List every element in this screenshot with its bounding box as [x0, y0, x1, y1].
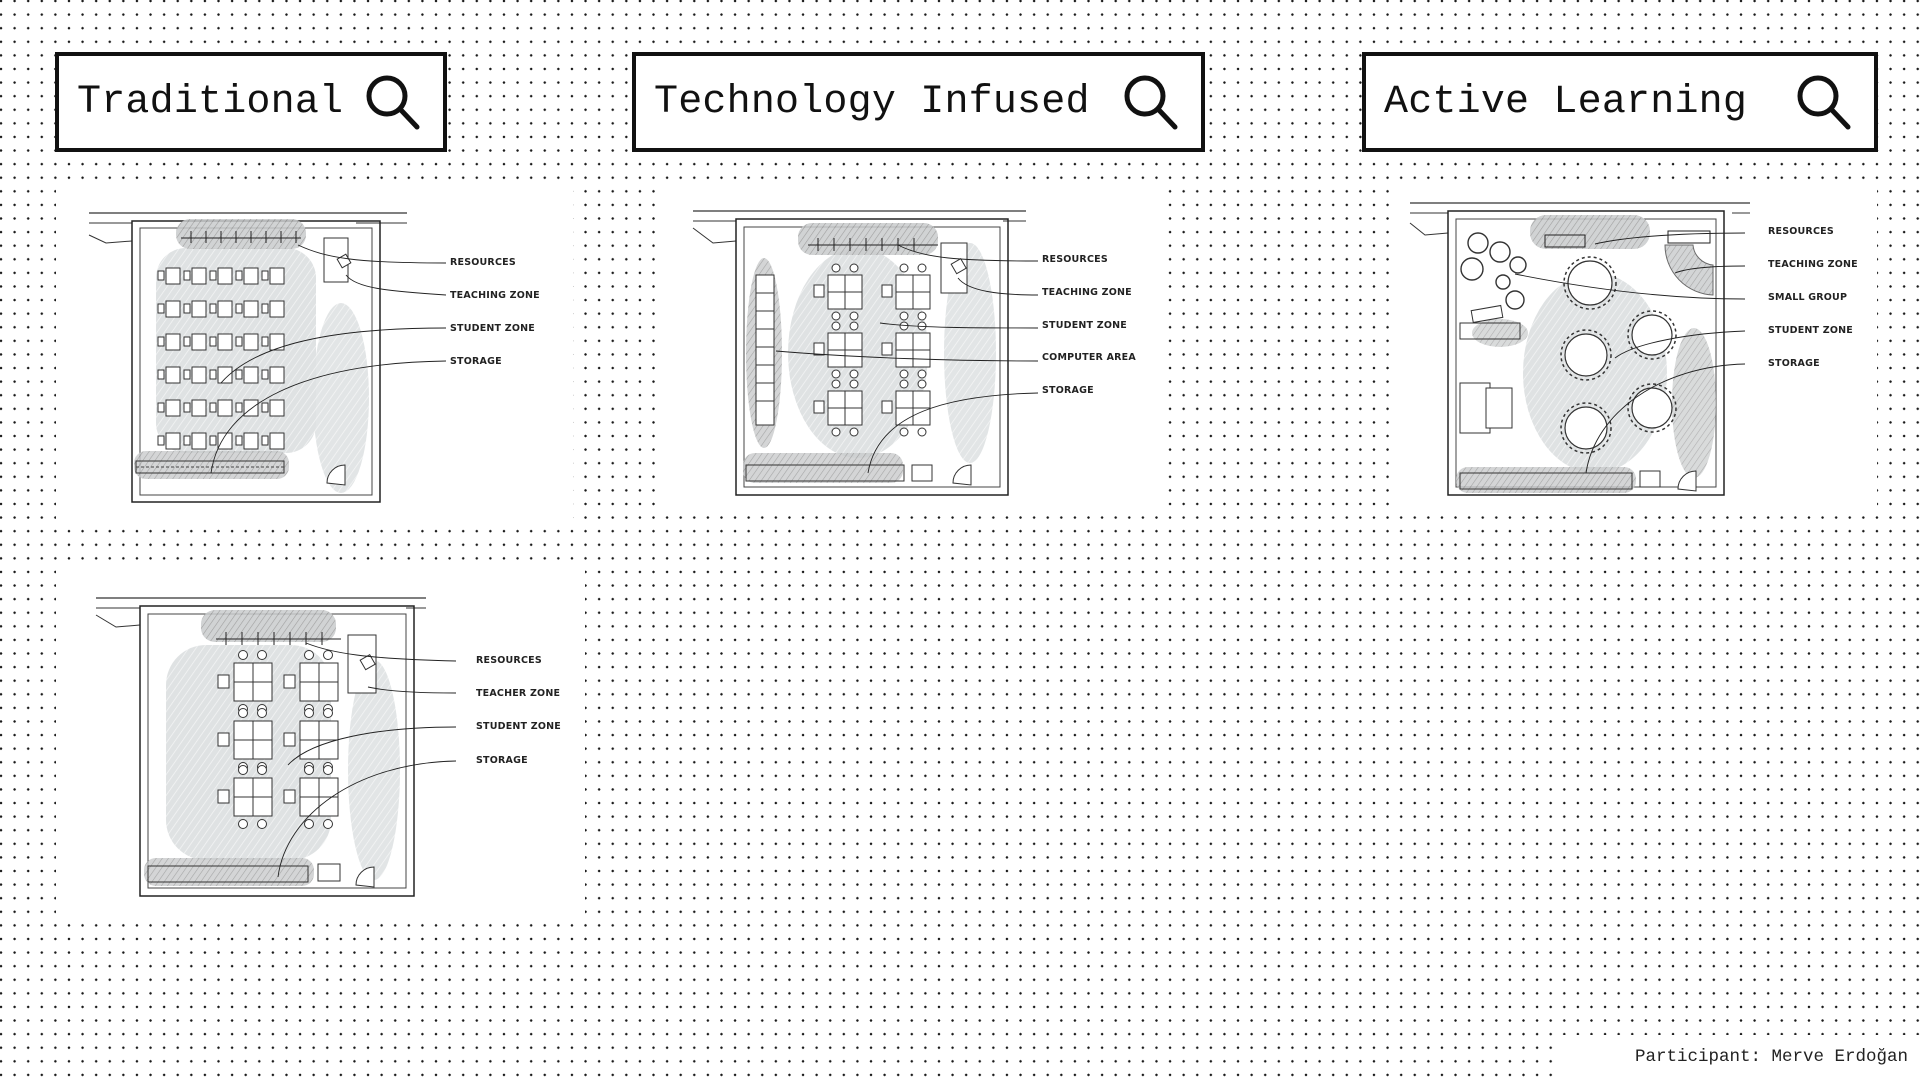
floorplan-participant: RESOURCES TEACHER ZONE STUDENT ZONE STOR… [56, 565, 585, 916]
zone-label: TEACHING ZONE [1042, 287, 1132, 298]
search-icon[interactable] [1792, 70, 1856, 134]
zone-label: STUDENT ZONE [450, 323, 535, 334]
zone-label: RESOURCES [450, 257, 516, 268]
zone-label: STUDENT ZONE [476, 721, 561, 732]
floorplan-sketch [88, 212, 447, 503]
floorplan-traditional: RESOURCES TEACHING ZONE STUDENT ZONE STO… [56, 183, 573, 520]
zone-label: STORAGE [476, 755, 528, 766]
zone-label: STORAGE [1042, 385, 1094, 396]
zone-label: SMALL GROUP [1768, 292, 1848, 303]
participant-footer: Participant: Merve Erdoğan [1560, 1035, 1920, 1080]
floorplan-sketch [692, 210, 1039, 496]
zone-label: TEACHING ZONE [450, 290, 540, 301]
zone-label: STORAGE [450, 356, 502, 367]
zone-label: COMPUTER AREA [1042, 352, 1136, 363]
zone-label: STUDENT ZONE [1768, 325, 1853, 336]
floorplan-sketch [1409, 202, 1750, 496]
search-box-label: Active Learning [1384, 79, 1748, 125]
search-icon[interactable] [1119, 70, 1183, 134]
zone-label: RESOURCES [476, 655, 542, 666]
floorplan-sketch [95, 597, 457, 897]
search-box-active-learning[interactable]: Active Learning [1362, 52, 1878, 152]
search-box-label: Technology Infused [654, 79, 1090, 125]
search-box-technology-infused[interactable]: Technology Infused [632, 52, 1205, 152]
search-icon[interactable] [361, 70, 425, 134]
search-box-traditional[interactable]: Traditional [55, 52, 447, 152]
zone-label: RESOURCES [1768, 226, 1834, 237]
zone-label: RESOURCES [1042, 254, 1108, 265]
zone-label: STUDENT ZONE [1042, 320, 1127, 331]
zone-label: STORAGE [1768, 358, 1820, 369]
zone-label: TEACHER ZONE [476, 688, 561, 699]
participant-name: Participant: Merve Erdoğan [1634, 1047, 1908, 1067]
floorplan-technology-infused: RESOURCES TEACHING ZONE STUDENT ZONE COM… [658, 183, 1158, 513]
floorplan-active-learning: RESOURCES TEACHING ZONE SMALL GROUP STUD… [1390, 183, 1877, 513]
search-box-label: Traditional [77, 79, 344, 125]
zone-label: TEACHING ZONE [1768, 259, 1858, 270]
